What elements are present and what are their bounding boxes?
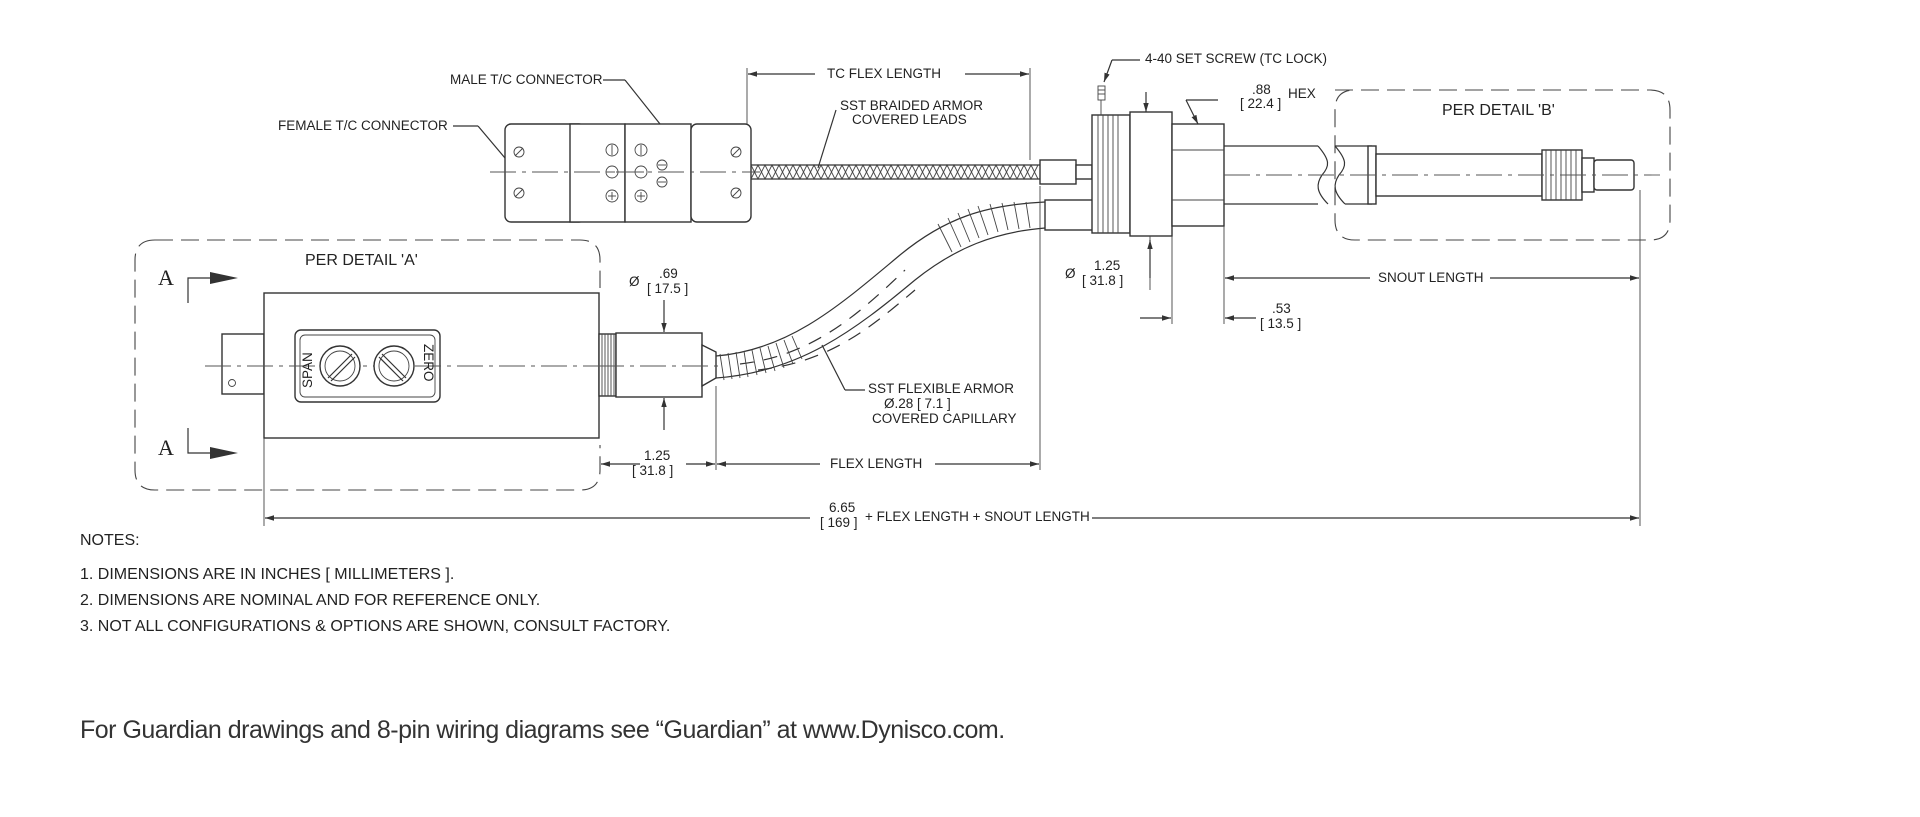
- hex-dim-mm: [ 22.4 ]: [1240, 96, 1281, 111]
- detail-b-label: PER DETAIL 'B': [1442, 102, 1555, 119]
- male-tc-leader: [603, 79, 661, 125]
- dim-125-bottom-mm: [ 31.8 ]: [632, 463, 673, 478]
- note-item-3: 3. NOT ALL CONFIGURATIONS & OPTIONS ARE …: [80, 618, 671, 635]
- zero-label: ZERO: [421, 344, 436, 382]
- dia-125-in: 1.25: [1094, 258, 1120, 273]
- flex-armor-leader: [821, 344, 846, 391]
- detail-a-outline: [134, 239, 601, 491]
- zero-adjust-screw: [373, 345, 415, 387]
- notes-block: NOTES: 1. DIMENSIONS ARE IN INCHES [ MIL…: [80, 532, 670, 644]
- dia-125-mm: [ 31.8 ]: [1082, 273, 1123, 288]
- span-label: SPAN: [300, 352, 315, 388]
- dim-snout-length: [1225, 190, 1641, 526]
- flexible-armor: [715, 199, 1106, 381]
- dim-053-in: .53: [1272, 301, 1291, 316]
- overall-mm: [ 169 ]: [820, 515, 858, 530]
- hex-dim-in: .88: [1252, 82, 1271, 97]
- braided-label-2: COVERED LEADS: [852, 112, 967, 127]
- male-tc-connector: [490, 123, 760, 223]
- overall-text: + FLEX LENGTH + SNOUT LENGTH: [865, 509, 1090, 524]
- notes-title: NOTES:: [80, 532, 140, 549]
- set-screw-label: 4-40 SET SCREW (TC LOCK): [1145, 51, 1327, 66]
- dim-overall-length: [263, 438, 1639, 526]
- snout-length-label: SNOUT LENGTH: [1378, 270, 1484, 285]
- dim-125-bottom-in: 1.25: [644, 448, 670, 463]
- dim-tc-flex-length: [746, 68, 1031, 160]
- detail-a-label: PER DETAIL 'A': [305, 252, 418, 269]
- dim-053: [1140, 226, 1256, 324]
- section-a-label-bottom: A: [158, 435, 174, 460]
- male-tc-label: MALE T/C CONNECTOR: [450, 72, 603, 87]
- female-tc-connector: [504, 123, 626, 223]
- neck-thread: [598, 333, 617, 397]
- dia-069-symbol: Ø: [629, 274, 640, 289]
- dia-125-symbol: Ø: [1065, 266, 1076, 281]
- tc-flex-length-label: TC FLEX LENGTH: [827, 66, 941, 81]
- overall-in: 6.65: [829, 500, 855, 515]
- dim-125-bottom: [601, 386, 717, 470]
- hex-label: HEX: [1288, 86, 1316, 101]
- dia-069-mm: [ 17.5 ]: [647, 281, 688, 296]
- section-a-marker-top: [187, 272, 238, 303]
- flex-armor-label-2: Ø.28 [ 7.1 ]: [884, 396, 951, 411]
- section-a-label-top: A: [158, 265, 174, 290]
- braided-leads: [750, 159, 1093, 185]
- braided-leader: [817, 109, 837, 169]
- set-screw-leader: [1103, 59, 1140, 83]
- footer-text: For Guardian drawings and 8-pin wiring d…: [80, 716, 1005, 744]
- section-a-marker-bottom: [187, 428, 238, 459]
- braided-label-1: SST BRAIDED ARMOR: [840, 98, 983, 113]
- dia-069-in: .69: [659, 266, 678, 281]
- female-tc-leader: [453, 125, 506, 159]
- flex-armor-label-1: SST FLEXIBLE ARMOR: [868, 381, 1014, 396]
- flex-armor-label-3: COVERED CAPILLARY: [872, 411, 1017, 426]
- process-fitting: [1091, 85, 1225, 237]
- armor-fitting: [598, 332, 720, 398]
- female-tc-label: FEMALE T/C CONNECTOR: [278, 118, 448, 133]
- dim-flex-length: [717, 186, 1041, 470]
- flex-length-label: FLEX LENGTH: [830, 456, 922, 471]
- dim-hex: [1143, 92, 1218, 125]
- span-adjust-screw: [319, 345, 361, 387]
- dim-053-mm: [ 13.5 ]: [1260, 316, 1301, 331]
- note-item-2: 2. DIMENSIONS ARE NOMINAL AND FOR REFERE…: [80, 592, 541, 609]
- note-item-1: 1. DIMENSIONS ARE IN INCHES [ MILLIMETER…: [80, 566, 455, 583]
- snout: [1224, 145, 1660, 205]
